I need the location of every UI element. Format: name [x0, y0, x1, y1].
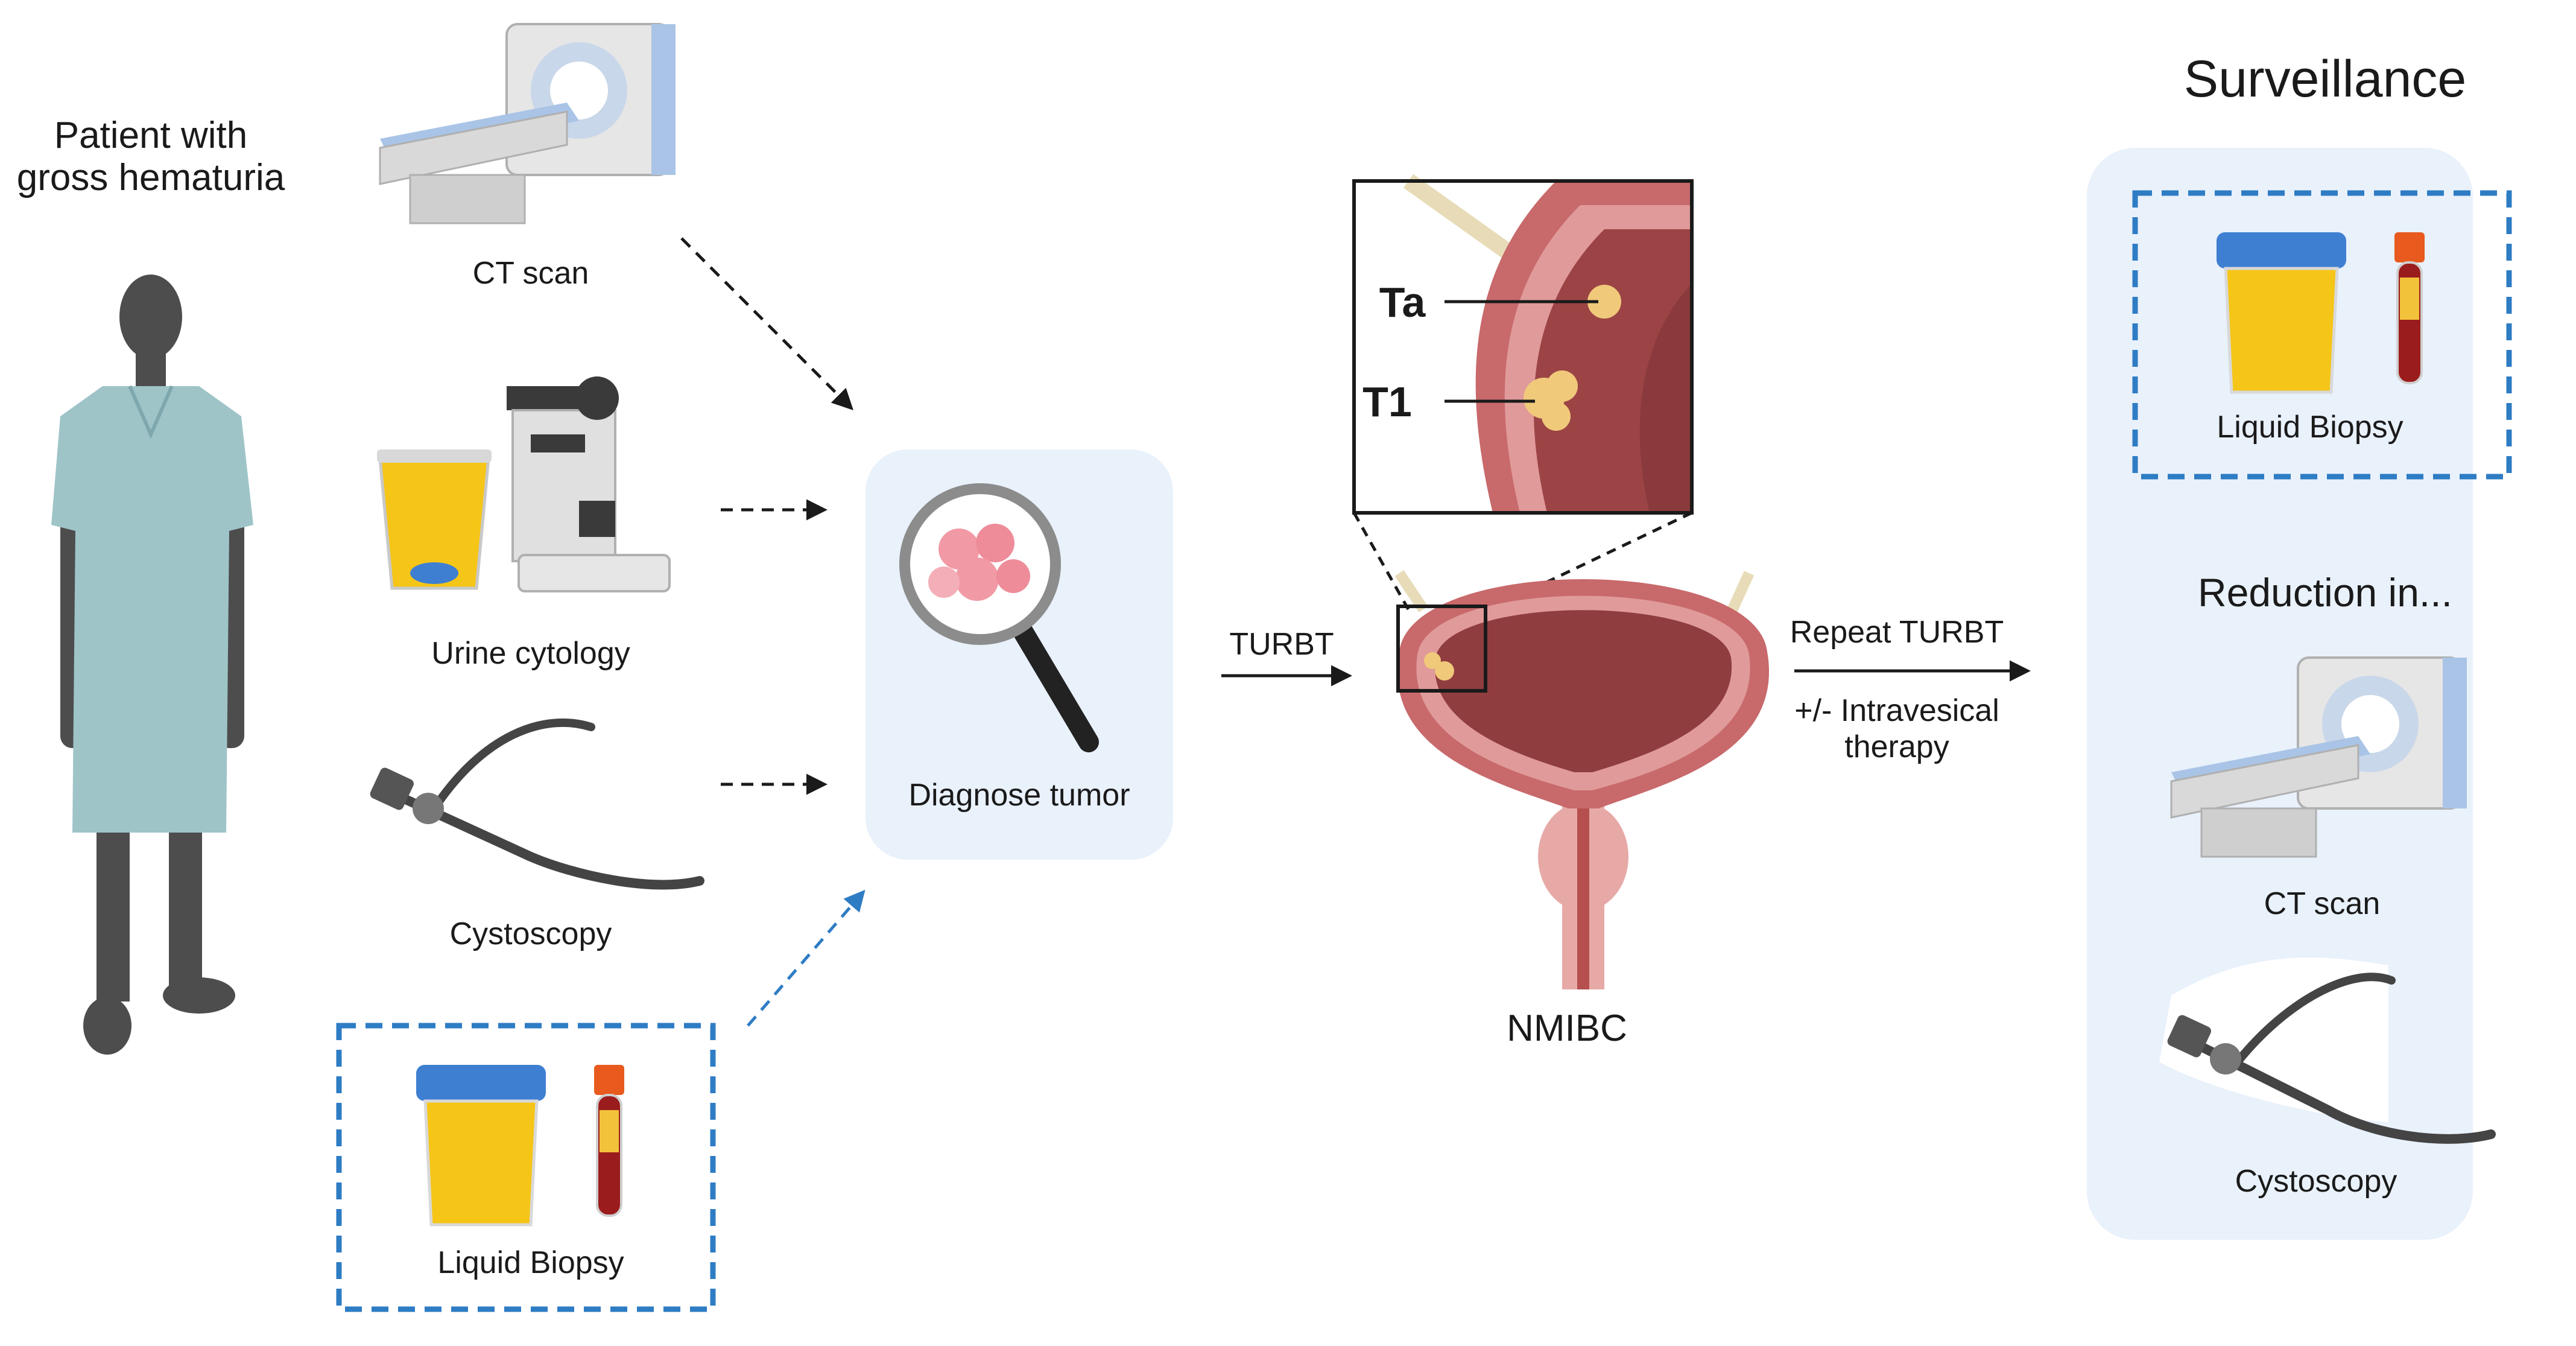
- surveillance-urine-container-icon: [2217, 232, 2346, 394]
- surveillance-ct-scanner-icon: [2170, 656, 2467, 858]
- urine-container-icon: [416, 1065, 546, 1227]
- stage-ta-label: Ta: [1379, 279, 1426, 326]
- ta-tumor-icon: [1587, 285, 1621, 319]
- turbt-label: TURBT: [1229, 627, 1334, 662]
- repeat-turbt-label: Repeat TURBT: [1790, 615, 2004, 650]
- arrow-ct-to-diagnose: [680, 237, 853, 410]
- patient-silhouette: [51, 275, 253, 1055]
- surveillance-biopsy-dashed-box: [2132, 190, 2512, 480]
- blood-tube-icon: [594, 1065, 624, 1217]
- surveillance-blood-tube-icon: [2394, 232, 2425, 384]
- stage-t1-label: T1: [1362, 378, 1412, 425]
- magnifier-icon: [899, 483, 1099, 752]
- therapy-line1: +/- Intravesical: [1794, 693, 1999, 728]
- surveillance-title: Surveillance: [2184, 50, 2466, 108]
- ct-scan-label: CT scan: [473, 256, 589, 291]
- surveillance-cystoscopy-label: Cystoscopy: [2235, 1164, 2397, 1199]
- tumor-cells-icon: [928, 524, 1030, 601]
- urine-cup-icon: [377, 449, 492, 590]
- surveillance-liquid-biopsy-label: Liquid Biopsy: [2217, 410, 2403, 445]
- tumor-stage-inset: [1352, 174, 1694, 515]
- bladder-zoom-box: [1396, 605, 1487, 693]
- microscope-icon: [507, 376, 671, 592]
- patient-label-line2: gross hematuria: [17, 157, 285, 198]
- liquid-biopsy-dashed-box: [336, 1023, 716, 1312]
- therapy-line2: therapy: [1844, 729, 1949, 764]
- diagnose-tumor-label: Diagnose tumor: [908, 778, 1130, 813]
- surveillance-cystoscope-icon: [2159, 957, 2496, 1144]
- patient-label-line1: Patient with: [54, 115, 248, 156]
- reduction-heading: Reduction in...: [2198, 570, 2452, 615]
- patient-figure: Patient with gross hematuria: [17, 115, 285, 1055]
- liquid-biopsy-label: Liquid Biopsy: [437, 1245, 624, 1280]
- cystoscopy-label: Cystoscopy: [450, 916, 612, 951]
- ct-scanner-icon: [379, 23, 676, 224]
- nmibc-label: NMIBC: [1507, 1008, 1627, 1049]
- cystoscope-icon: [370, 718, 704, 890]
- t1-tumor-icon: [1524, 370, 1578, 431]
- surveillance-ct-scan-label: CT scan: [2264, 886, 2381, 921]
- bladder-icon: [1394, 570, 1770, 989]
- arrow-biopsy-to-diagnose: [747, 889, 866, 1027]
- zoom-connector-left: [1352, 512, 1410, 611]
- urine-cytology-label: Urine cytology: [431, 636, 630, 671]
